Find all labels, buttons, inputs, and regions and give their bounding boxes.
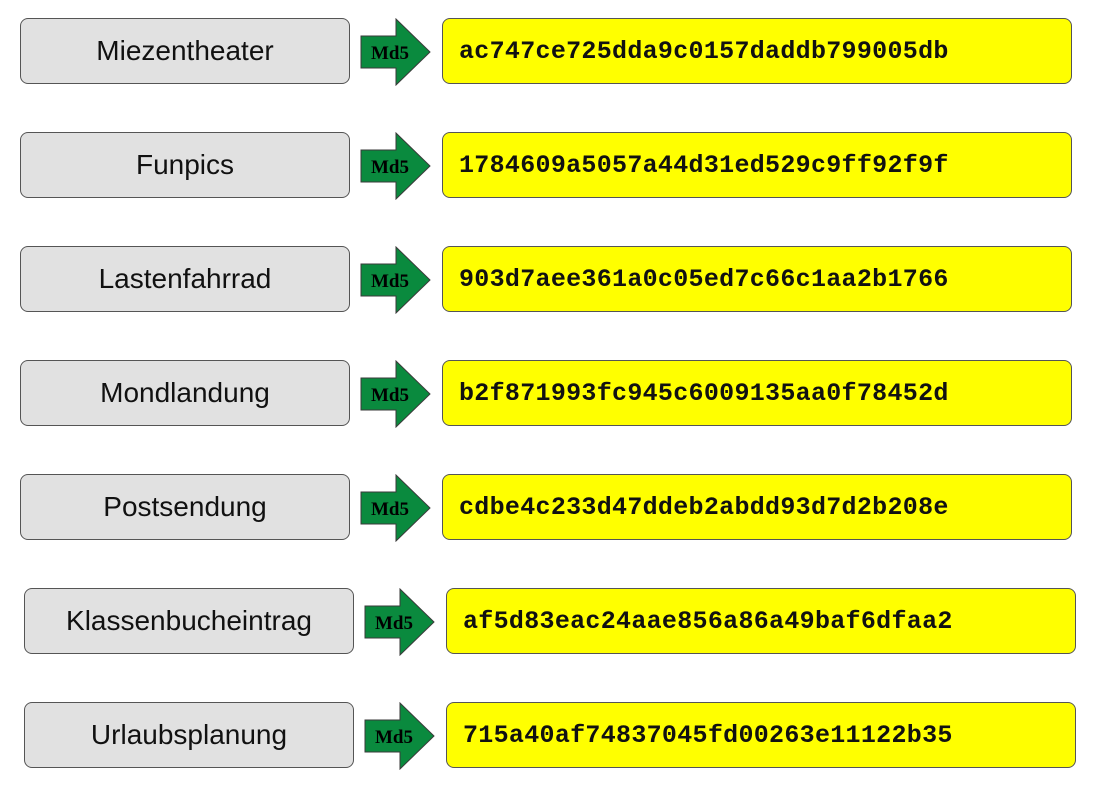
hash-row-funpics: Funpics Md5 1784609a5057a44d31ed529c9ff9…	[0, 132, 1094, 200]
arrow-label: Md5	[375, 727, 413, 748]
arrow-label: Md5	[371, 499, 409, 520]
input-word-box: Funpics	[20, 132, 350, 198]
md5-hash-box: ac747ce725dda9c0157daddb799005db	[442, 18, 1072, 84]
md5-hash-box: cdbe4c233d47ddeb2abdd93d7d2b208e	[442, 474, 1072, 540]
hash-row-urlaubsplanung: Urlaubsplanung Md5 715a40af74837045fd002…	[0, 702, 1094, 770]
input-word-box: Klassenbucheintrag	[24, 588, 354, 654]
md5-arrow-icon: Md5	[360, 132, 432, 200]
input-word-box: Miezentheater	[20, 18, 350, 84]
hash-row-klassenbucheintrag: Klassenbucheintrag Md5 af5d83eac24aae856…	[0, 588, 1094, 656]
md5-hash-box: 903d7aee361a0c05ed7c66c1aa2b1766	[442, 246, 1072, 312]
md5-arrow-icon: Md5	[360, 18, 432, 86]
hash-row-postsendung: Postsendung Md5 cdbe4c233d47ddeb2abdd93d…	[0, 474, 1094, 542]
hash-row-mondlandung: Mondlandung Md5 b2f871993fc945c6009135aa…	[0, 360, 1094, 428]
md5-arrow-icon: Md5	[364, 702, 436, 770]
md5-arrow-icon: Md5	[360, 474, 432, 542]
md5-hash-box: 715a40af74837045fd00263e11122b35	[446, 702, 1076, 768]
md5-arrow-icon: Md5	[360, 246, 432, 314]
arrow-label: Md5	[375, 613, 413, 634]
md5-arrow-icon: Md5	[360, 360, 432, 428]
input-word-box: Postsendung	[20, 474, 350, 540]
hash-row-lastenfahrrad: Lastenfahrrad Md5 903d7aee361a0c05ed7c66…	[0, 246, 1094, 314]
input-word-box: Lastenfahrrad	[20, 246, 350, 312]
arrow-label: Md5	[371, 43, 409, 64]
md5-hash-box: b2f871993fc945c6009135aa0f78452d	[442, 360, 1072, 426]
md5-arrow-icon: Md5	[364, 588, 436, 656]
arrow-label: Md5	[371, 157, 409, 178]
input-word-box: Mondlandung	[20, 360, 350, 426]
input-word-box: Urlaubsplanung	[24, 702, 354, 768]
hash-row-miezentheater: Miezentheater Md5 ac747ce725dda9c0157dad…	[0, 18, 1094, 86]
md5-hash-box: 1784609a5057a44d31ed529c9ff92f9f	[442, 132, 1072, 198]
md5-hash-box: af5d83eac24aae856a86a49baf6dfaa2	[446, 588, 1076, 654]
arrow-label: Md5	[371, 271, 409, 292]
arrow-label: Md5	[371, 385, 409, 406]
